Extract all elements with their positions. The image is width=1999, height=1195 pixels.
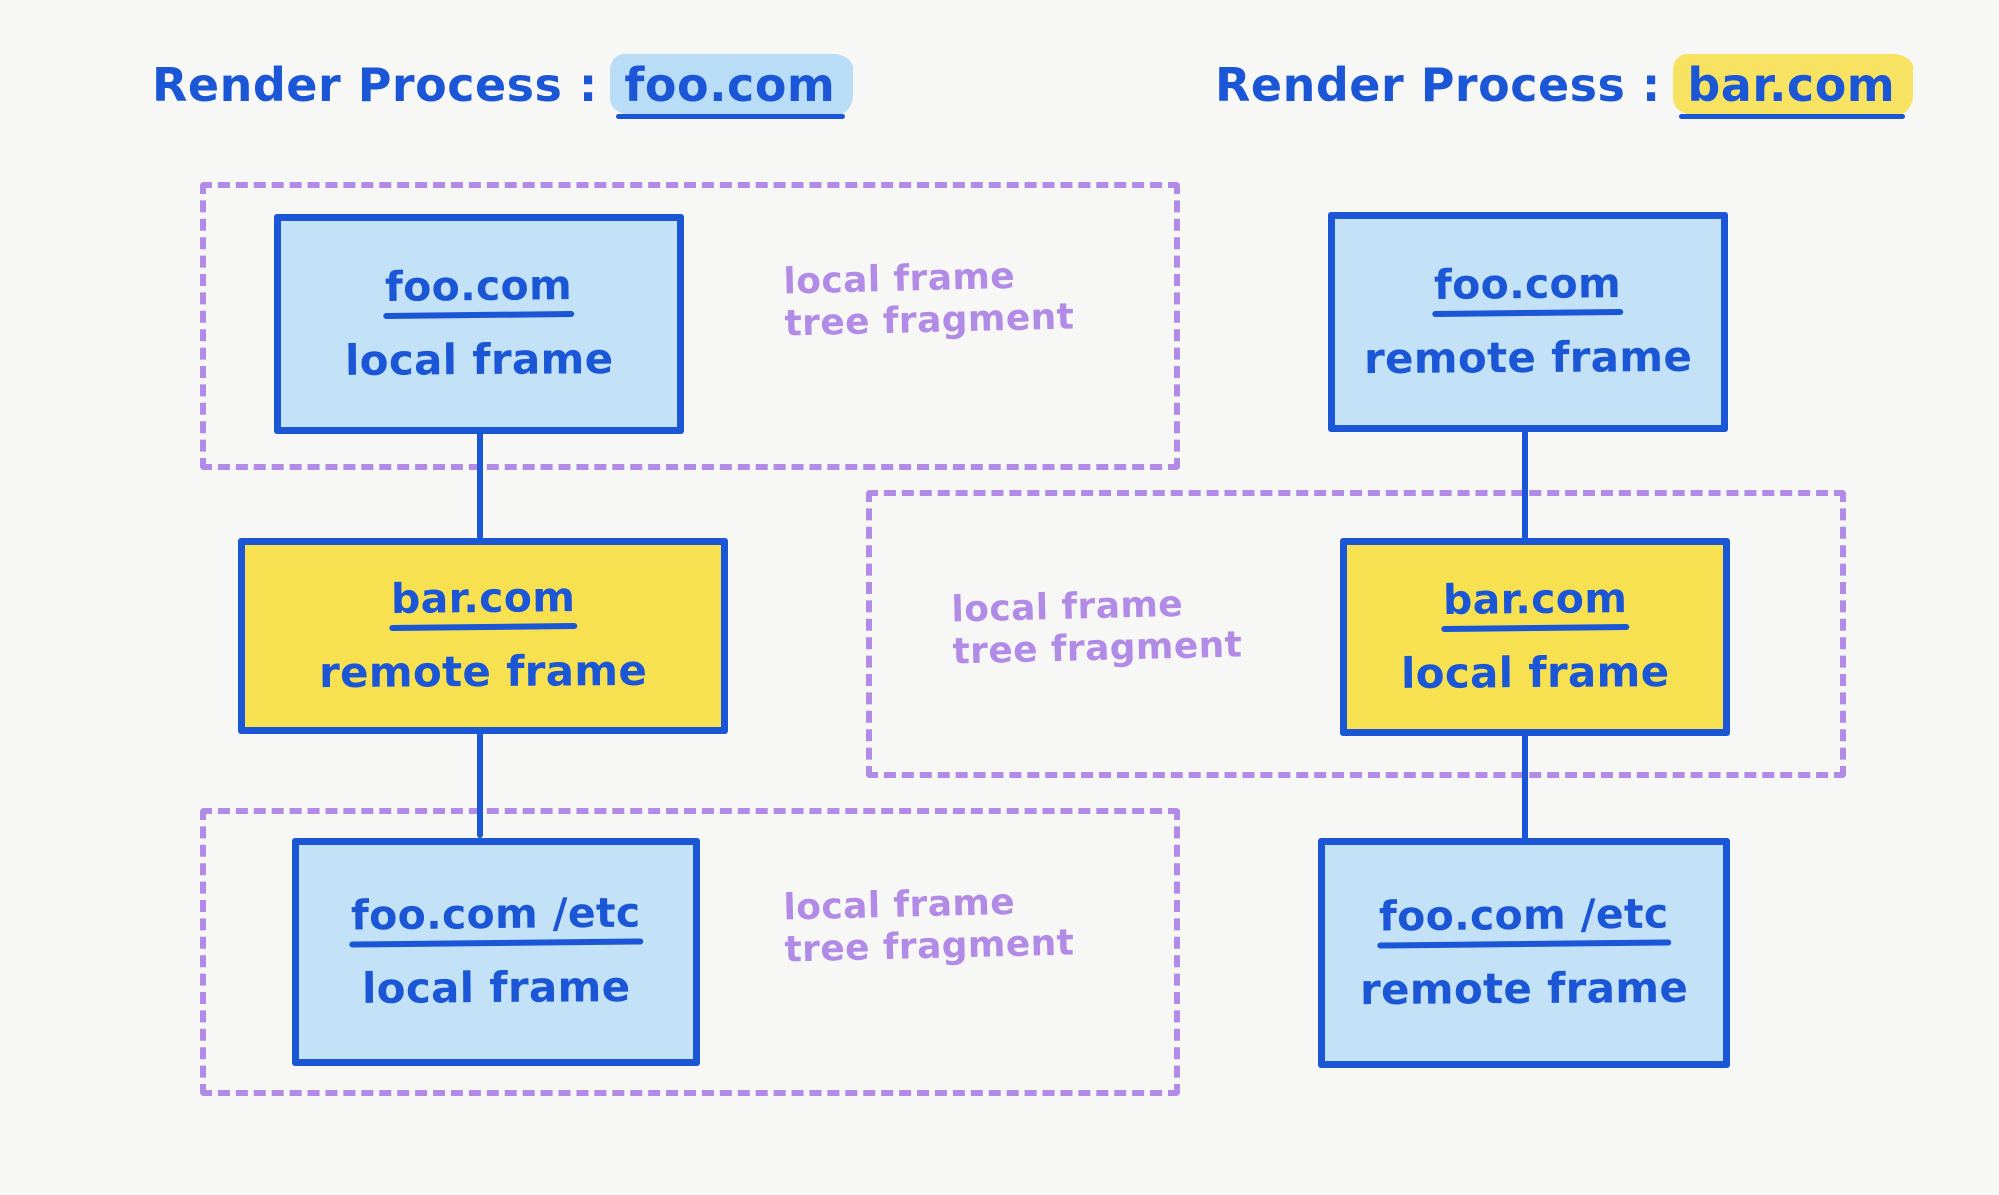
node-right-foo-com-etc-kind: remote frame (1359, 963, 1689, 1015)
process-title-left-prefix: Render Process : (152, 58, 598, 112)
process-title-left: Render Process : foo.com (152, 54, 854, 119)
fragment-box-middle (866, 490, 1846, 778)
process-title-right-domain: bar.com (1673, 54, 1914, 119)
connector-left-2 (477, 728, 483, 838)
process-title-right-prefix: Render Process : (1215, 58, 1661, 112)
node-left-foo-com[interactable]: foo.com local frame (274, 214, 684, 434)
process-title-right: Render Process : bar.com (1215, 54, 1914, 119)
connector-right-2 (1522, 732, 1528, 842)
node-left-foo-com-kind: local frame (344, 334, 614, 386)
fragment-label-left-top: local frame tree fragment (783, 255, 1075, 345)
fragment-label-middle: local frame tree fragment (951, 583, 1243, 673)
node-right-foo-com-kind: remote frame (1363, 332, 1693, 384)
node-right-foo-com-etc[interactable]: foo.com /etc remote frame (1318, 838, 1730, 1068)
node-left-bar-com-kind: remote frame (318, 646, 648, 698)
node-right-foo-com[interactable]: foo.com remote frame (1328, 212, 1728, 432)
node-left-bar-com[interactable]: bar.com remote frame (238, 538, 728, 734)
fragment-label-left-bottom: local frame tree fragment (783, 881, 1075, 971)
connector-right-1 (1522, 430, 1528, 540)
fragment-box-left-top (200, 182, 1180, 470)
connector-left-1 (477, 430, 483, 540)
process-title-left-domain: foo.com (610, 54, 854, 119)
node-left-bar-com-url: bar.com (391, 573, 576, 625)
node-left-foo-com-url: foo.com (385, 261, 573, 313)
node-right-bar-com[interactable]: bar.com local frame (1340, 538, 1730, 736)
fragment-box-left-bottom (200, 808, 1180, 1096)
node-right-bar-com-kind: local frame (1400, 647, 1670, 699)
node-left-foo-com-etc-url: foo.com /etc (351, 889, 641, 942)
node-right-foo-com-url: foo.com (1434, 259, 1622, 311)
node-left-foo-com-etc-kind: local frame (361, 962, 631, 1014)
node-right-foo-com-etc-url: foo.com /etc (1379, 890, 1669, 943)
node-right-bar-com-url: bar.com (1443, 574, 1628, 626)
node-left-foo-com-etc[interactable]: foo.com /etc local frame (292, 838, 700, 1066)
